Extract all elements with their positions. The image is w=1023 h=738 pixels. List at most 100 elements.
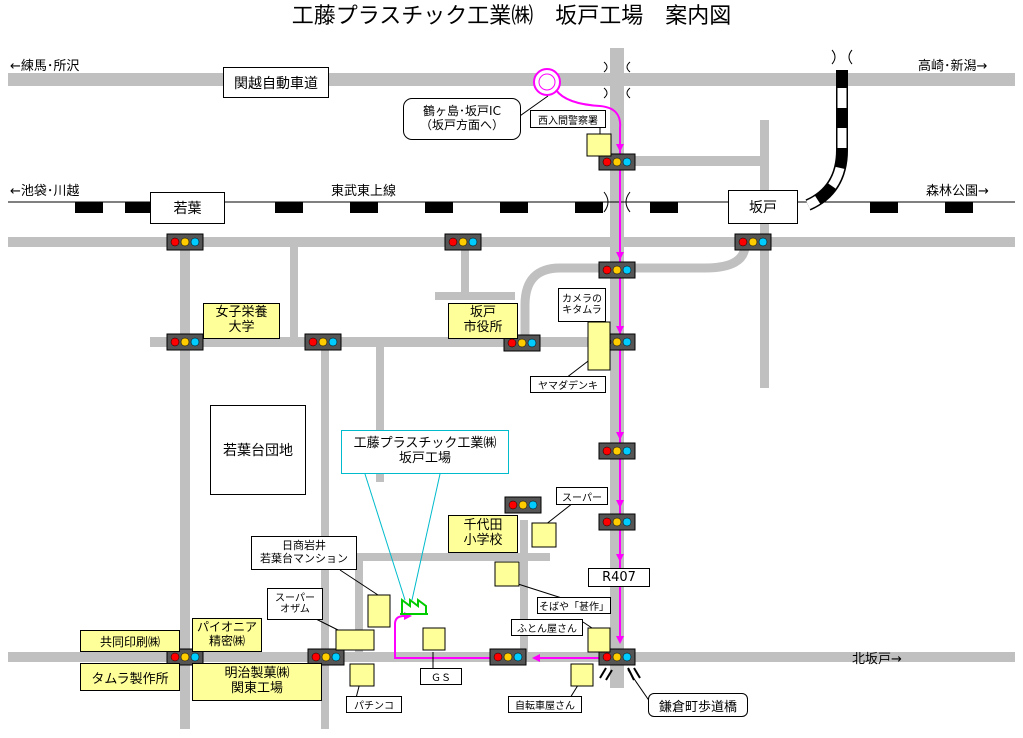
sakado-city-hall: 坂戸 市役所 bbox=[448, 303, 518, 339]
direction-ikebukuro: ←池袋･川越 bbox=[10, 184, 80, 199]
super-building bbox=[531, 522, 557, 548]
tobu-line-label: 東武東上線 bbox=[331, 184, 397, 199]
page-title: 工藤プラスチック工業㈱ 坂戸工場 案内図 bbox=[291, 4, 732, 29]
cityhall-line1: 坂戸 bbox=[469, 305, 496, 321]
kanetsu-expressway bbox=[8, 73, 1015, 86]
bicycle-building bbox=[570, 663, 594, 687]
police-building bbox=[586, 133, 612, 157]
mansion-label: 日商岩井 若葉台マンション bbox=[251, 536, 357, 570]
kyodo-printing: 共同印刷㈱ bbox=[80, 630, 180, 652]
destination-plant: 坂戸工場 bbox=[398, 451, 451, 466]
pachinko-building bbox=[349, 663, 375, 687]
interchange-note: （坂戸方面へ） bbox=[419, 118, 504, 132]
traffic-signal-icon bbox=[166, 333, 204, 351]
crossing-marks-expressway bbox=[603, 49, 853, 99]
bicycle-label: 自転車屋さん bbox=[508, 696, 582, 713]
yamada-label: ヤマダデンキ bbox=[530, 376, 606, 393]
direction-shinrin: 森林公園→ bbox=[926, 184, 989, 199]
destination-name: 工藤プラスチック工業㈱ bbox=[353, 436, 497, 452]
crossing-marks-railway bbox=[603, 191, 631, 213]
meiji-seika-plant: 明治製菓㈱ 関東工場 bbox=[192, 663, 322, 701]
footbridge-icon bbox=[599, 667, 641, 681]
road-to-factory bbox=[360, 553, 550, 561]
joshi-eiyou-university: 女子栄養 大学 bbox=[203, 303, 280, 339]
route-path bbox=[394, 89, 622, 659]
futon-building bbox=[587, 627, 611, 653]
traffic-signal-icon bbox=[734, 233, 772, 251]
pioneer-precision: パイオニア 精密㈱ bbox=[192, 618, 262, 652]
road-vertical-b bbox=[321, 342, 329, 729]
traffic-signal-icon bbox=[598, 153, 636, 171]
sakado-station: 坂戸 bbox=[728, 190, 798, 224]
factory-marker-icon bbox=[400, 598, 428, 615]
traffic-signal-icon bbox=[598, 648, 636, 666]
traffic-signal-icon bbox=[166, 233, 204, 251]
traffic-signal-icon bbox=[444, 233, 482, 251]
traffic-signal-icon bbox=[598, 513, 636, 531]
road-vertical-d bbox=[461, 247, 469, 292]
road-east-vertical bbox=[760, 120, 769, 388]
kamakuracho-footbridge: 鎌倉町歩道橋 bbox=[648, 693, 748, 717]
ozamu-label: スーパー オザム bbox=[267, 588, 323, 620]
mansion-line2: 若葉台マンション bbox=[260, 552, 348, 565]
kanetsu-expressway-label: 関越自動車道 bbox=[223, 67, 329, 98]
pachinko-label: パチンコ bbox=[346, 696, 402, 713]
traffic-signal-icon bbox=[504, 496, 542, 514]
interchange-callout: 鶴ヶ島･坂戸IC （坂戸方面へ） bbox=[403, 98, 521, 140]
meiji-line1: 明治製菓㈱ bbox=[224, 666, 290, 682]
road-vertical-a bbox=[290, 247, 298, 342]
direction-takasaki: 高崎･新潟→ bbox=[918, 59, 988, 74]
road-vertical-wakaba bbox=[180, 247, 190, 729]
cityhall-line2: 市役所 bbox=[463, 320, 503, 335]
camera-shop-line1: カメラの bbox=[562, 293, 602, 305]
road-curve bbox=[520, 244, 750, 347]
destination-callout-line bbox=[364, 473, 441, 601]
road-cityhall-branch bbox=[435, 292, 515, 300]
super-label: スーパー bbox=[556, 487, 608, 505]
chiyoda-line2: 小学校 bbox=[463, 533, 503, 548]
ozamu-line2: オザム bbox=[280, 604, 310, 615]
camera-shop-building bbox=[587, 321, 611, 371]
traffic-signal-icon bbox=[598, 442, 636, 460]
soba-building bbox=[494, 561, 520, 587]
r407-label: R407 bbox=[588, 568, 650, 587]
wakabadai-danchi: 若葉台団地 bbox=[210, 405, 306, 495]
mansion-line1: 日商岩井 bbox=[282, 539, 326, 553]
traffic-signal-icon bbox=[598, 261, 636, 279]
mansion-building bbox=[367, 594, 391, 628]
road-mid-east bbox=[615, 156, 768, 166]
map-buildings bbox=[335, 133, 612, 687]
joshi-line2: 大学 bbox=[228, 320, 255, 335]
tamura-seisakusho: タムラ製作所 bbox=[80, 663, 180, 691]
chiyoda-line1: 千代田 bbox=[463, 518, 503, 534]
gs-label: ＧＳ bbox=[420, 668, 462, 685]
soba-label: そばや「甚作」 bbox=[537, 597, 611, 614]
road-vertical-c bbox=[376, 342, 384, 482]
gs-building bbox=[422, 627, 446, 651]
camera-shop-line2: キタムラ bbox=[562, 305, 602, 316]
interchange-name: 鶴ヶ島･坂戸IC bbox=[423, 104, 501, 119]
main-road-east-west bbox=[8, 237, 1015, 247]
pioneer-line2: 精密㈱ bbox=[208, 634, 245, 648]
futon-label: ふとん屋さん bbox=[511, 619, 583, 636]
road-vertical-f bbox=[520, 520, 528, 655]
traffic-signal-icon bbox=[304, 333, 342, 351]
chiyoda-elementary-school: 千代田 小学校 bbox=[448, 515, 518, 553]
wakaba-station: 若葉 bbox=[150, 192, 225, 224]
traffic-signal-icon bbox=[489, 648, 527, 666]
traffic-signal-icon bbox=[307, 648, 345, 666]
meiji-line2: 関東工場 bbox=[230, 681, 283, 696]
road-vertical-e bbox=[355, 553, 363, 653]
pioneer-line1: パイオニア bbox=[196, 620, 257, 635]
joshi-line1: 女子栄養 bbox=[215, 305, 268, 321]
direction-kitasakado: 北坂戸→ bbox=[852, 652, 902, 667]
police-label: 西入間警察署 bbox=[530, 110, 606, 128]
direction-nerima: ←練馬･所沢 bbox=[10, 59, 80, 74]
tobu-railway bbox=[8, 49, 1015, 213]
ozamu-building bbox=[335, 629, 375, 651]
interchange-ring bbox=[533, 68, 561, 96]
traffic-signal-icon bbox=[503, 334, 541, 352]
signals-layer bbox=[166, 153, 772, 666]
traffic-signal-icon bbox=[166, 648, 204, 666]
